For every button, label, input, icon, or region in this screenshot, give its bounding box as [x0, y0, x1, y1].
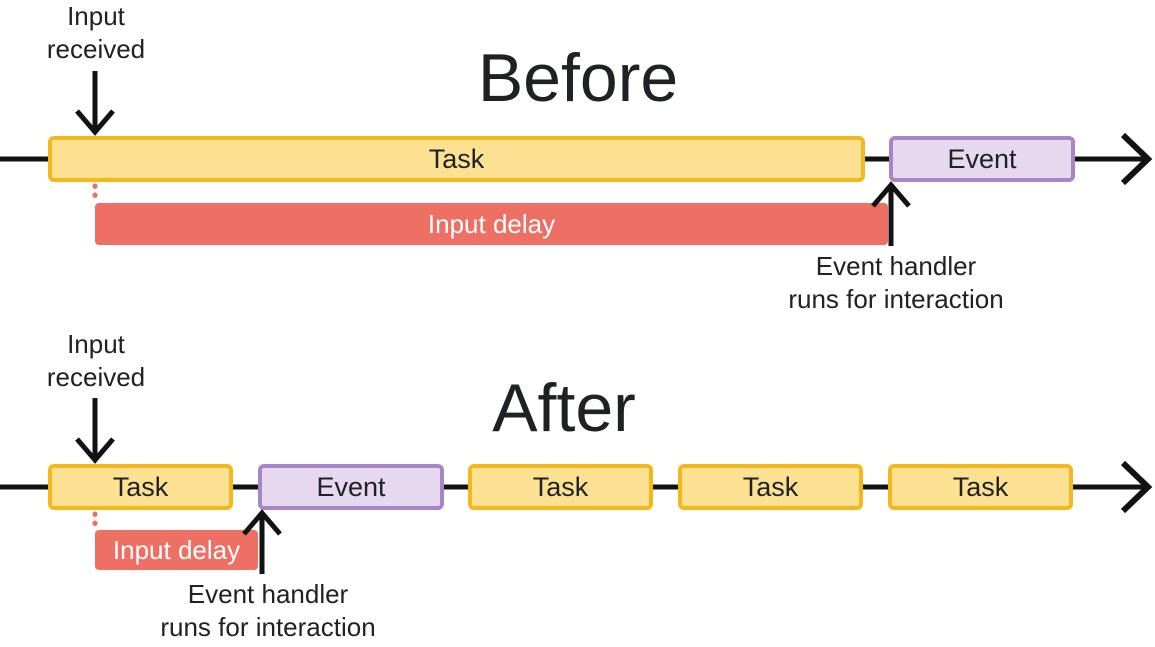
before-handler-up-arrow-icon: [871, 181, 911, 246]
before-input-down-arrow-icon: [75, 71, 115, 136]
after-task-box-4: Task: [888, 464, 1073, 510]
after-timeline-right-arrow-icon: [1120, 460, 1153, 514]
before-task-label: Task: [428, 143, 485, 174]
after-input-down-arrow-icon: [75, 398, 115, 464]
after-task-label-4: Task: [952, 471, 1009, 502]
after-handler-up-arrow-icon: [242, 509, 282, 574]
after-input-delay-bar: Input delay: [95, 530, 258, 570]
before-input-delay-bar: Input delay: [95, 203, 888, 245]
before-event-handler-label: Event handler runs for interaction: [788, 251, 1004, 314]
after-input-delay-label: Input delay: [112, 534, 241, 565]
after-task-box-1: Task: [48, 464, 233, 510]
after-task-label-2: Task: [532, 471, 589, 502]
after-event-box: Event: [258, 464, 444, 510]
before-input-delay-label: Input delay: [427, 208, 556, 239]
before-event-label: Event: [947, 143, 1017, 174]
after-input-received-label: Input received: [46, 329, 146, 392]
after-task-label-3: Task: [742, 471, 799, 502]
before-input-received-label: Input received: [46, 1, 146, 64]
before-event-box: Event: [889, 136, 1075, 182]
before-task-bar: Task: [48, 136, 865, 182]
after-task-label-1: Task: [112, 471, 169, 502]
after-event-handler-label: Event handler runs for interaction: [160, 579, 376, 642]
after-task-box-2: Task: [468, 464, 653, 510]
before-timeline-right-arrow-icon: [1120, 132, 1153, 186]
after-title: After: [492, 370, 636, 446]
before-title: Before: [477, 40, 679, 116]
after-event-label: Event: [316, 471, 386, 502]
after-task-box-3: Task: [678, 464, 863, 510]
